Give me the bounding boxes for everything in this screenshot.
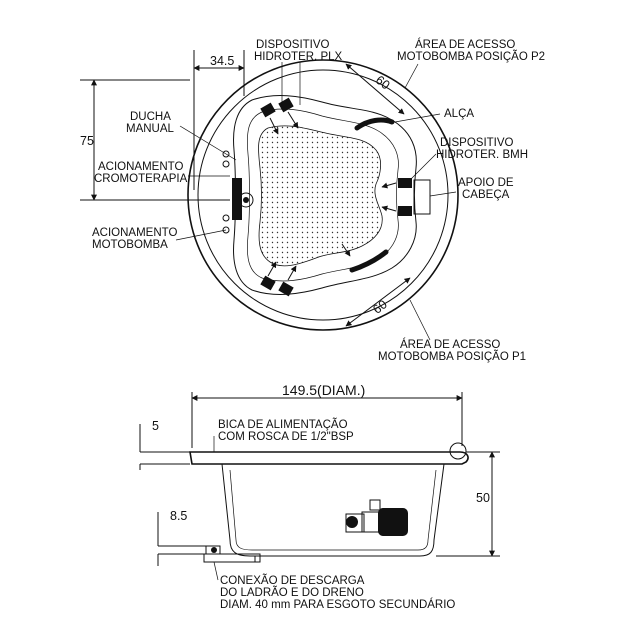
dim-60-top: 60 [373, 73, 393, 93]
bmh-jets [381, 178, 412, 216]
side-view: 149.5(DIAM.) 5 50 [139, 382, 500, 611]
dim-60-bottom: 60 [370, 297, 390, 317]
head-rest [413, 179, 431, 215]
label-area-p1: ÁREA DE ACESSO MOTOBOMBA POSIÇÃO P1 [378, 338, 526, 363]
dim-diameter: 149.5(DIAM.) [282, 382, 365, 398]
drain-connection [203, 545, 261, 563]
handle-top [354, 117, 395, 131]
label-apoio: APOIO DE CABEÇA [458, 177, 517, 201]
tub-body-side [221, 463, 445, 557]
shower-control [232, 178, 242, 220]
label-dispositivo-plx: DISPOSITIVO HIDROTER. PLX [254, 39, 343, 63]
label-conexao: CONEXÃO DE DESCARGA DO LADRÃO E DO DRENO… [220, 574, 455, 611]
flow-arrow [341, 243, 351, 257]
tub-rim-side [189, 451, 469, 465]
dim-34-5: 34.5 [210, 54, 234, 68]
plx-jets-bottom [260, 261, 297, 297]
label-bica: BICA DE ALIMENTAÇÃO COM ROSCA DE 1/2"BSP [218, 418, 354, 443]
motor-pump [345, 499, 408, 536]
cromoterapia-button [222, 160, 230, 168]
label-dispositivo-bmh: DISPOSITIVO HIDROTER. BMH [436, 137, 528, 161]
dim-8-5: 8.5 [170, 509, 187, 523]
label-area-p2: ÁREA DE ACESSO MOTOBOMBA POSIÇÃO P2 [397, 38, 545, 63]
label-cromoterapia: ACIONAMENTO CROMOTERAPIA [94, 161, 188, 185]
dim-5: 5 [152, 419, 159, 433]
handle-bottom [349, 249, 389, 273]
label-motobomba: ACIONAMENTO MOTOBOMBA [92, 227, 181, 251]
top-view: 34.5 75 60 60 DISPOSITIVO HIDROTER. PLX … [80, 38, 545, 363]
tub-outer-rim [187, 59, 459, 331]
label-ducha: DUCHA MANUAL [126, 111, 175, 135]
dim-50: 50 [476, 491, 490, 505]
tub-inner-rim [197, 69, 449, 321]
motobomba-button [222, 226, 230, 234]
tub-floor-dotted [258, 125, 383, 267]
dim-75: 75 [80, 134, 94, 148]
label-alca: ALÇA [444, 108, 474, 120]
